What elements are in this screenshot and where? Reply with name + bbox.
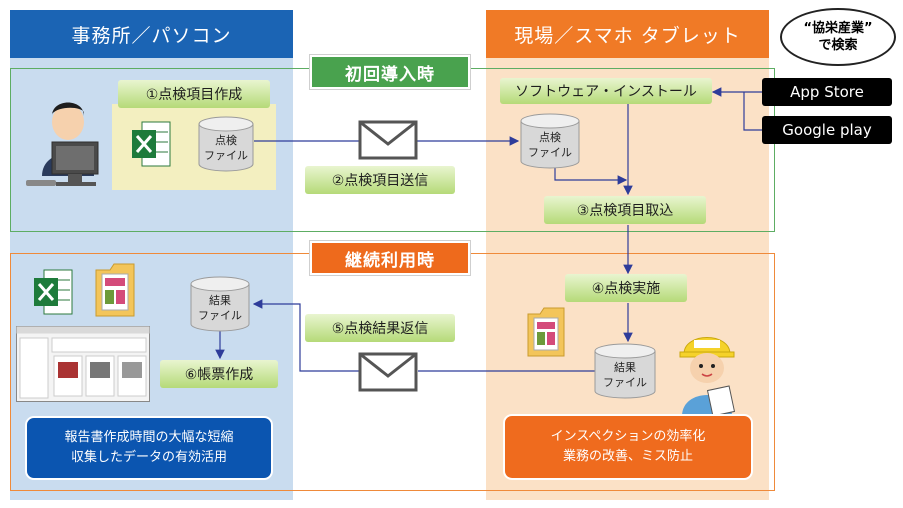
mail-envelope-icon: [358, 352, 418, 392]
person-at-computer-icon: [22, 80, 106, 196]
search-bubble: “協栄産業” で検索: [780, 8, 896, 66]
inspection-file-field: 点検 ファイル: [520, 113, 580, 169]
field-benefit-line1: インスペクションの効率化: [550, 429, 706, 444]
step-import-items: ③点検項目取込: [544, 196, 706, 224]
field-column-header: 現場／スマホ タブレット: [486, 10, 769, 58]
step-send-items: ②点検項目送信: [305, 166, 455, 194]
excel-icon: [32, 266, 74, 318]
step-create-items: ①点検項目作成: [118, 80, 270, 108]
file-label-bottom: ファイル: [603, 376, 647, 389]
database-cylinder-icon: [520, 113, 580, 169]
search-bubble-line1: “協栄産業”: [803, 21, 873, 36]
step-create-report: ⑥帳票作成: [160, 360, 278, 388]
office-benefit-line2: 収集したデータの有効活用: [70, 450, 227, 465]
result-file-office: 結果 ファイル: [190, 276, 250, 332]
file-label-top: 点検: [215, 134, 237, 147]
initial-phase-tag: 初回導入時: [310, 55, 470, 89]
screenshot-thumbnail: [16, 326, 150, 402]
office-column-header: 事務所／パソコン: [10, 10, 293, 58]
office-benefit-note: 報告書作成時間の大幅な短縮 収集したデータの有効活用: [25, 416, 273, 480]
search-bubble-line2: で検索: [818, 38, 858, 53]
file-label-top: 点検: [539, 131, 561, 144]
field-benefit-note: インスペクションの効率化 業務の改善、ミス防止: [503, 414, 753, 480]
mail-envelope-icon: [358, 120, 418, 160]
step-install-software: ソフトウェア・インストール: [500, 78, 712, 104]
file-label-bottom: ファイル: [204, 149, 248, 162]
database-cylinder-icon: [198, 116, 254, 172]
file-label-top: 結果: [209, 294, 231, 307]
worker-with-tablet-icon: [672, 328, 742, 418]
database-cylinder-icon: [190, 276, 250, 332]
step-return-results: ⑤点検結果返信: [305, 314, 455, 342]
file-label-bottom: ファイル: [528, 146, 572, 159]
continued-phase-tag: 継続利用時: [310, 241, 470, 275]
excel-icon: [130, 118, 172, 170]
folder-icon: [92, 262, 138, 320]
step-inspect: ④点検実施: [565, 274, 687, 302]
office-benefit-line1: 報告書作成時間の大幅な短縮: [64, 430, 234, 445]
file-label-top: 結果: [614, 361, 636, 374]
google-play-badge: Google play: [762, 116, 892, 144]
app-store-badge: App Store: [762, 78, 892, 106]
folder-icon: [524, 306, 568, 360]
result-file-field: 結果 ファイル: [594, 343, 656, 399]
file-label-bottom: ファイル: [198, 309, 242, 322]
field-benefit-line2: 業務の改善、ミス防止: [562, 449, 693, 464]
inspection-file-office: 点検 ファイル: [198, 116, 254, 172]
database-cylinder-icon: [594, 343, 656, 399]
